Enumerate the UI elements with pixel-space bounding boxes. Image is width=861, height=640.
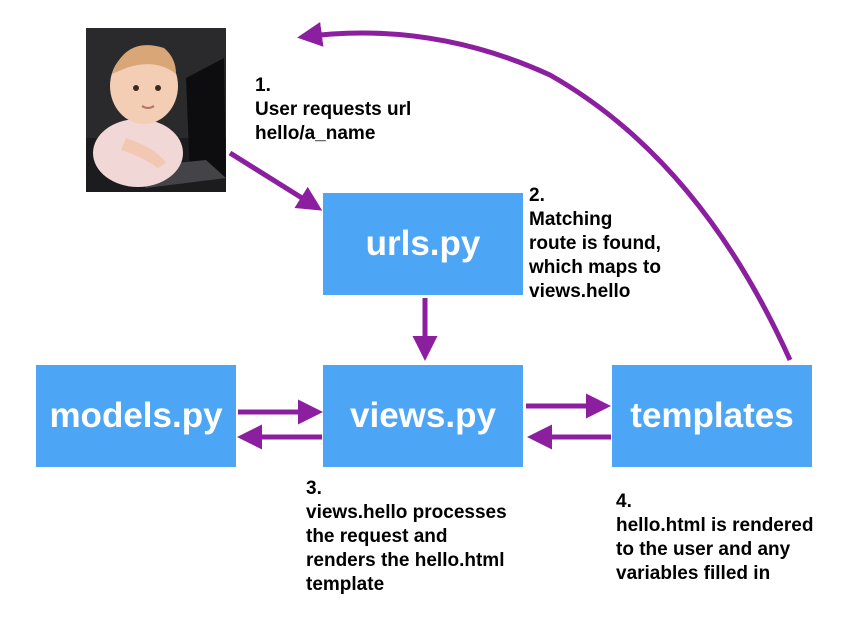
views-label: views.py bbox=[350, 396, 496, 435]
models-label: models.py bbox=[49, 396, 223, 435]
step1-number: 1. bbox=[255, 75, 271, 96]
models-box: models.py bbox=[36, 365, 236, 467]
step4-note: 4. hello.html is rendered to the user an… bbox=[616, 490, 813, 586]
step2-number: 2. bbox=[529, 185, 545, 206]
views-box: views.py bbox=[323, 365, 523, 467]
step2-text: Matching route is found, which maps to v… bbox=[529, 209, 661, 302]
step4-number: 4. bbox=[616, 491, 632, 512]
step3-note: 3. views.hello processes the request and… bbox=[306, 477, 507, 597]
user-photo bbox=[86, 28, 226, 192]
urls-label: urls.py bbox=[365, 224, 481, 263]
step4-text: hello.html is rendered to the user and a… bbox=[616, 515, 814, 584]
arrow-templates-to-user bbox=[297, 21, 793, 362]
arrow-user-to-urls bbox=[228, 150, 323, 211]
step3-text: views.hello processes the request and re… bbox=[306, 502, 507, 595]
templates-box: templates bbox=[612, 365, 812, 467]
step3-number: 3. bbox=[306, 478, 322, 499]
templates-label: templates bbox=[630, 396, 794, 435]
step1-text: User requests url hello/a_name bbox=[255, 99, 412, 144]
urls-box: urls.py bbox=[323, 193, 523, 295]
step1-note: 1. User requests url hello/a_name bbox=[255, 74, 411, 146]
step2-note: 2. Matching route is found, which maps t… bbox=[529, 184, 661, 304]
